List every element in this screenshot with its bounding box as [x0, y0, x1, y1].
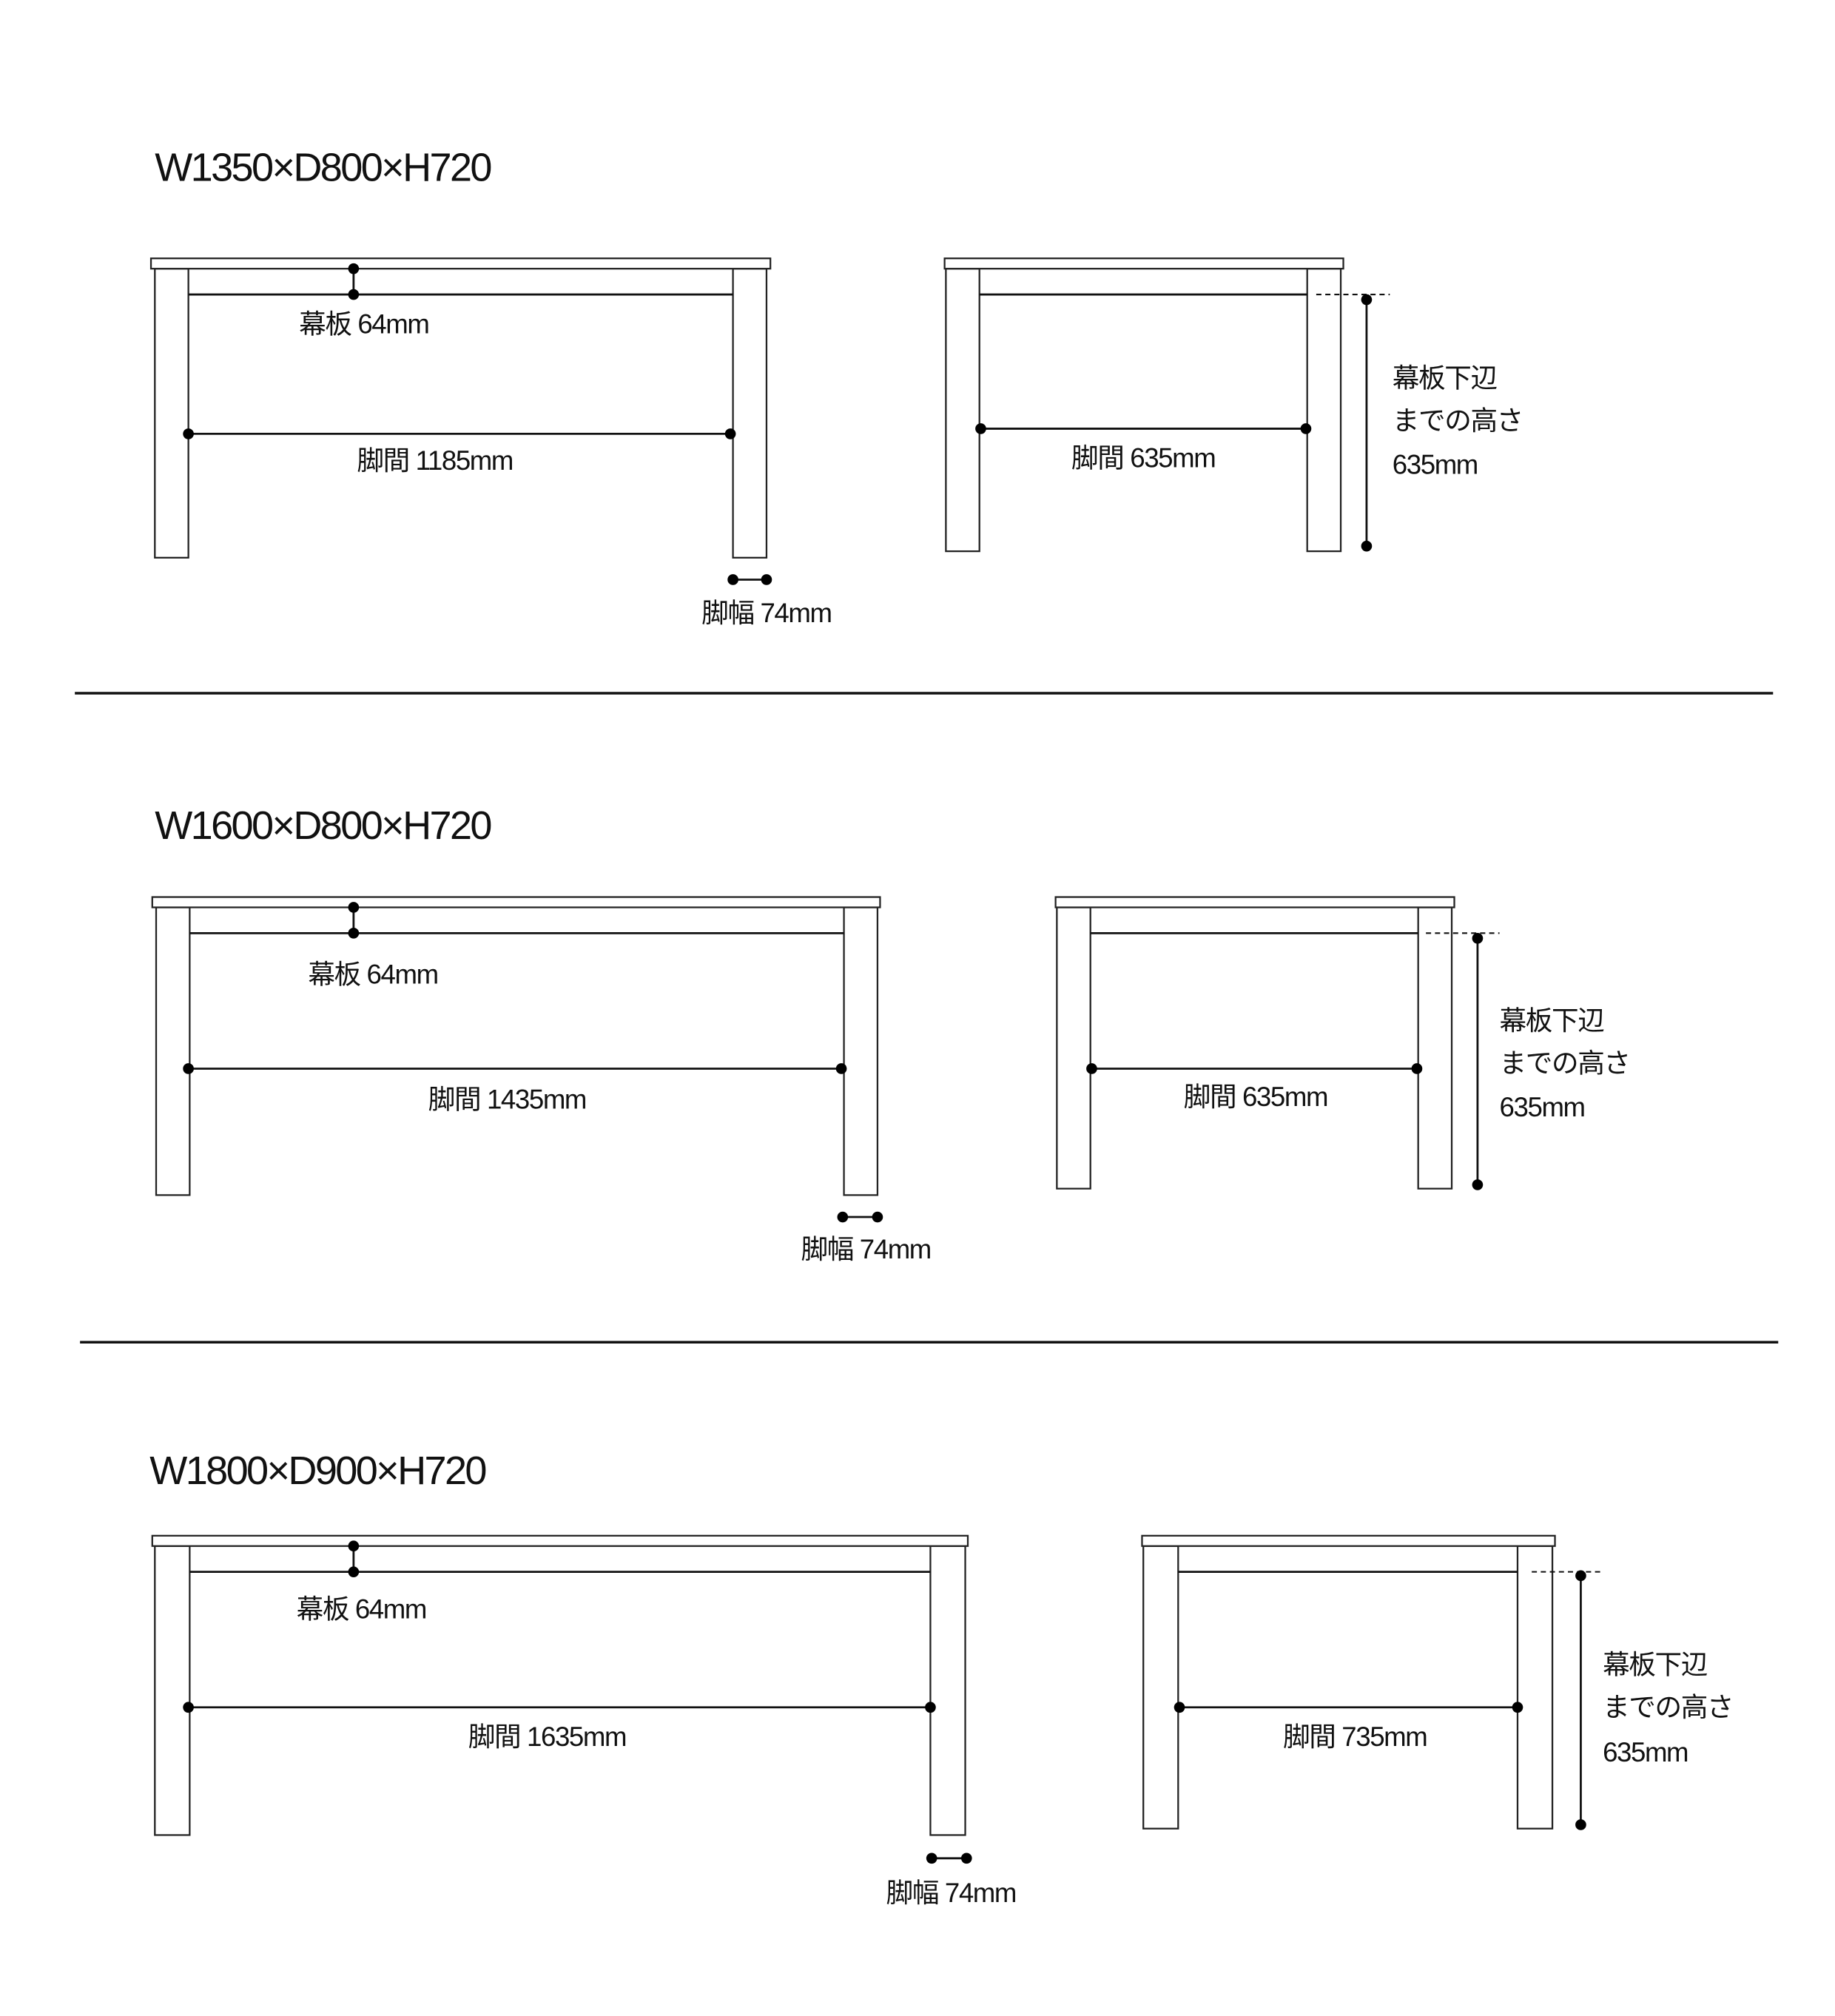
dimension-dot: [1575, 1570, 1586, 1582]
apron-height-label: までの高さ: [1393, 405, 1523, 436]
dimension-dot: [1512, 1702, 1523, 1713]
size-title: W1350×D800×H720: [155, 146, 491, 190]
size-title: W1600×D800×H720: [155, 803, 491, 848]
front-view: 幕板 64mm 脚間 1185mm 脚幅 74mm: [149, 257, 832, 628]
dimension-dot: [183, 1702, 194, 1713]
apron-height-label: までの高さ: [1500, 1048, 1630, 1079]
apron-label: 幕板 64mm: [308, 959, 437, 989]
tabletop: [1141, 1534, 1556, 1547]
tabletop: [1054, 896, 1455, 908]
left-leg: [154, 268, 189, 559]
tabletop: [151, 1534, 969, 1547]
dimension-dot: [1575, 1819, 1586, 1830]
left-leg: [1142, 1545, 1179, 1830]
tabletop: [151, 896, 881, 908]
leg-gap-label: 脚間 635mm: [1071, 443, 1215, 473]
leg-gap-label: 脚間 1635mm: [468, 1722, 626, 1752]
dimension-dot: [960, 1853, 972, 1864]
dimension-dot: [348, 289, 360, 300]
dimension-dot: [1411, 1063, 1423, 1074]
leg-width-label: 脚幅 74mm: [701, 598, 831, 628]
dimension-dot: [724, 428, 736, 439]
dimension-dot: [835, 1063, 847, 1074]
dimension-dot: [183, 428, 194, 439]
right-leg: [1516, 1545, 1554, 1830]
right-leg: [1306, 268, 1342, 553]
dimension-dot: [761, 574, 772, 585]
dimension-dot: [1361, 540, 1373, 552]
dimension-dot: [1174, 1702, 1185, 1713]
dimension-dot: [348, 928, 360, 939]
left-leg: [154, 1545, 191, 1836]
front-view: 幕板 64mm 脚間 1435mm 脚幅 74mm: [151, 896, 932, 1264]
dimension-dot: [727, 574, 738, 585]
leg-gap-label: 脚間 635mm: [1184, 1082, 1327, 1112]
apron-height-label: 635mm: [1393, 449, 1478, 479]
dimension-dot: [1086, 1063, 1097, 1074]
dimension-dot: [1472, 1179, 1484, 1190]
right-leg: [929, 1545, 966, 1836]
dimension-dot: [872, 1211, 883, 1223]
left-leg: [155, 906, 191, 1196]
apron-height-label: 635mm: [1603, 1737, 1688, 1767]
tabletop: [943, 257, 1344, 270]
dimension-dot: [1300, 423, 1312, 434]
apron-height-label: までの高さ: [1603, 1692, 1733, 1722]
leg-gap-label: 脚間 735mm: [1283, 1722, 1427, 1752]
dimension-dot: [348, 902, 360, 913]
dimension-dot: [348, 263, 360, 274]
right-leg: [1417, 906, 1453, 1190]
dimension-dot: [926, 1853, 937, 1864]
left-leg: [1056, 906, 1091, 1190]
leg-gap-label: 脚間 1185mm: [357, 445, 513, 476]
tabletop: [149, 257, 772, 270]
size-title: W1800×D900×H720: [149, 1449, 485, 1493]
leg-gap-label: 脚間 1435mm: [428, 1085, 586, 1115]
dimension-dot: [348, 1540, 360, 1552]
left-leg: [945, 268, 980, 553]
front-view: 幕板 64mm 脚間 1635mm 脚幅 74mm: [151, 1534, 1017, 1908]
leg-width-label: 脚幅 74mm: [801, 1234, 931, 1264]
apron-height-label: 幕板下辺: [1603, 1649, 1708, 1679]
dimension-dot: [348, 1566, 360, 1577]
apron-height-label: 幕板下辺: [1393, 363, 1498, 394]
right-leg: [732, 268, 768, 559]
dimension-dot: [837, 1211, 849, 1223]
apron-height-label: 635mm: [1500, 1092, 1585, 1122]
dimension-dot: [1361, 294, 1373, 306]
dimension-dot: [1472, 932, 1484, 944]
dimension-dot: [925, 1702, 936, 1713]
apron-label: 幕板 64mm: [299, 309, 428, 339]
right-leg: [843, 906, 879, 1196]
leg-width-label: 脚幅 74mm: [886, 1878, 1016, 1908]
apron-label: 幕板 64mm: [297, 1594, 426, 1624]
dimension-dot: [183, 1063, 194, 1074]
dimension-dot: [975, 423, 986, 434]
apron-height-label: 幕板下辺: [1500, 1005, 1605, 1036]
